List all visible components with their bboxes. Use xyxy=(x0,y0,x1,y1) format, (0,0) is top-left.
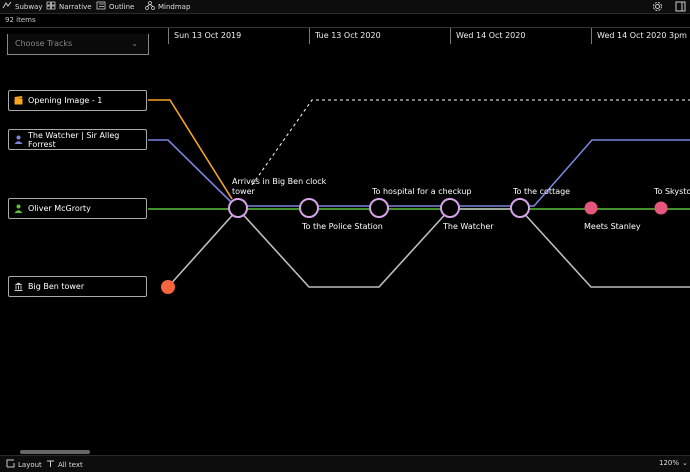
event-label-6: Meets Stanley xyxy=(584,222,641,231)
timeline-header: Sun 13 Oct 2019 Tue 13 Oct 2020 Wed 14 O… xyxy=(0,28,690,46)
zoom-level[interactable]: 120% ⌄ xyxy=(659,459,688,467)
subway-icon xyxy=(2,1,12,12)
chevron-down-icon: ⌄ xyxy=(131,39,138,48)
event-node-2 xyxy=(299,198,319,218)
all-text-button[interactable]: All text xyxy=(46,459,83,470)
event-label-2: To the Police Station xyxy=(302,222,383,231)
narrative-view-button[interactable]: Narrative xyxy=(46,0,92,13)
text-icon xyxy=(46,459,55,470)
line-opening-image xyxy=(148,99,233,200)
date-header-4: Wed 14 Oct 2020 3pm xyxy=(591,28,687,44)
event-label-7: To Skystone xyxy=(654,187,690,196)
event-label-5: To the cottage xyxy=(513,187,571,196)
outline-view-button[interactable]: Outline xyxy=(96,0,134,13)
narrative-icon xyxy=(46,1,56,12)
landmark-icon xyxy=(14,282,23,291)
person-icon xyxy=(14,135,23,144)
date-header-3: Wed 14 Oct 2020 xyxy=(450,28,525,44)
line-big-ben xyxy=(167,207,690,288)
event-label-4: The Watcher xyxy=(443,222,494,231)
mindmap-view-button[interactable]: Mindmap xyxy=(145,0,190,13)
date-header-1: Sun 13 Oct 2019 xyxy=(168,28,241,44)
clapperboard-icon xyxy=(14,96,23,105)
mindmap-icon xyxy=(145,1,155,12)
choose-tracks-select[interactable]: Choose Tracks ⌄ xyxy=(7,34,149,55)
event-label-3: To hospital for a checkup xyxy=(372,187,472,196)
item-count-bar: 92 items xyxy=(0,14,690,28)
bottom-bar: Layout All text 120% ⌄ xyxy=(0,455,690,472)
event-node-7 xyxy=(654,201,668,215)
event-node-5 xyxy=(510,198,530,218)
person-icon xyxy=(14,204,23,213)
top-toolbar: Subway Narrative Outline Mindmap xyxy=(0,0,690,14)
track-the-watcher[interactable]: The Watcher | Sir Alleg Forrest xyxy=(8,129,147,150)
event-node-3 xyxy=(369,198,389,218)
choose-tracks-placeholder: Choose Tracks xyxy=(15,39,73,48)
subway-view-button[interactable]: Subway xyxy=(2,0,42,13)
gear-icon[interactable] xyxy=(652,1,663,14)
event-label-1: Arrives in Big Ben clock tower xyxy=(232,177,327,196)
track-opening-image[interactable]: Opening Image - 1 xyxy=(8,90,147,111)
track-big-ben-tower[interactable]: Big Ben tower xyxy=(8,276,147,297)
event-node-4 xyxy=(440,198,460,218)
event-node-1 xyxy=(228,198,248,218)
outline-icon xyxy=(96,1,106,12)
chevron-down-icon: ⌄ xyxy=(682,459,688,467)
dashed-connector xyxy=(251,99,690,186)
layout-button[interactable]: Layout xyxy=(6,459,42,470)
date-header-2: Tue 13 Oct 2020 xyxy=(309,28,381,44)
track-oliver-mcgrorty[interactable]: Oliver McGrorty xyxy=(8,198,147,219)
event-node-6 xyxy=(584,201,598,215)
horizontal-scrollbar[interactable] xyxy=(20,450,90,454)
event-node-big-ben xyxy=(161,280,175,294)
panel-icon[interactable] xyxy=(675,1,686,14)
item-count: 92 items xyxy=(5,16,36,24)
layout-icon xyxy=(6,459,15,470)
